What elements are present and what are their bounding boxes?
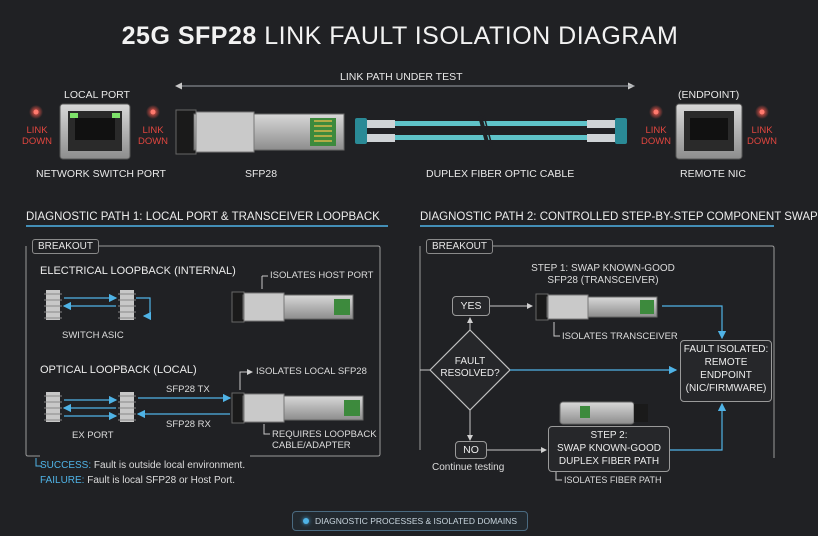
- path2-breakout-tag: BREAKOUT: [426, 239, 494, 254]
- failure-note: FAILURE: Fault is local SFP28 or Host Po…: [40, 475, 236, 486]
- success-note: SUCCESS: Fault is outside local environm…: [40, 460, 246, 471]
- no-box: NO: [455, 441, 487, 459]
- path2-title: DIAGNOSTIC PATH 2: CONTROLLED STEP-BY-ST…: [420, 211, 818, 223]
- switch-asic-label: SWITCH ASIC: [62, 330, 124, 341]
- sfp28-host-icon: [231, 291, 354, 323]
- fiber-connector-icon: [559, 401, 648, 425]
- local-port-label: LOCAL PORT: [64, 89, 130, 101]
- switch-asic-chip-icon: [44, 290, 152, 321]
- yes-box: YES: [452, 296, 490, 316]
- page-title: 25G SFP28 LINK FAULT ISOLATION DIAGRAM: [121, 22, 679, 50]
- link-path-label: LINK PATH UNDER TEST: [340, 71, 463, 83]
- electrical-loopback-title: ELECTRICAL LOOPBACK (INTERNAL): [40, 265, 236, 277]
- duplex-fiber-cable-icon: [355, 115, 627, 147]
- legend-dot-icon: [303, 518, 309, 524]
- endpoint-label: (ENDPOINT): [678, 89, 740, 101]
- continue-testing-label: Continue testing: [432, 462, 505, 473]
- local-rj45-port-icon: [59, 103, 131, 160]
- sfp28-swap-icon: [535, 293, 658, 321]
- diagram-graphics: [25, 82, 775, 481]
- isolates-host-label: ISOLATES HOST PORT: [270, 270, 374, 281]
- optical-loopback-title: OPTICAL LOOPBACK (LOCAL): [40, 364, 197, 376]
- footer-legend: DIAGNOSTIC PROCESSES & ISOLATED DOMAINS: [292, 511, 528, 531]
- isolates-fiber-label: ISOLATES FIBER PATH: [564, 475, 662, 485]
- switch-port-label: NETWORK SWITCH PORT: [36, 168, 166, 180]
- isolates-transceiver-label: ISOLATES TRANSCEIVER: [562, 331, 678, 342]
- sfp28-transceiver-icon: [175, 109, 345, 155]
- path1-breakout-tag: BREAKOUT: [32, 239, 100, 254]
- ex-port-label: EX PORT: [72, 430, 114, 441]
- sfp28-local-icon: [231, 392, 364, 424]
- path1-title: DIAGNOSTIC PATH 1: LOCAL PORT & TRANSCEI…: [26, 211, 380, 223]
- remote-nic-label: REMOTE NIC: [680, 168, 746, 180]
- ex-port-chip-icon: [44, 392, 232, 422]
- tx-label: SFP28 TX: [166, 384, 210, 395]
- isolates-local-label: ISOLATES LOCAL SFP28: [256, 366, 367, 377]
- remote-rj45-port-icon: [675, 103, 743, 160]
- cable-label: DUPLEX FIBER OPTIC CABLE: [426, 168, 575, 180]
- rx-label: SFP28 RX: [166, 419, 211, 430]
- sfp28-label: SFP28: [245, 168, 278, 180]
